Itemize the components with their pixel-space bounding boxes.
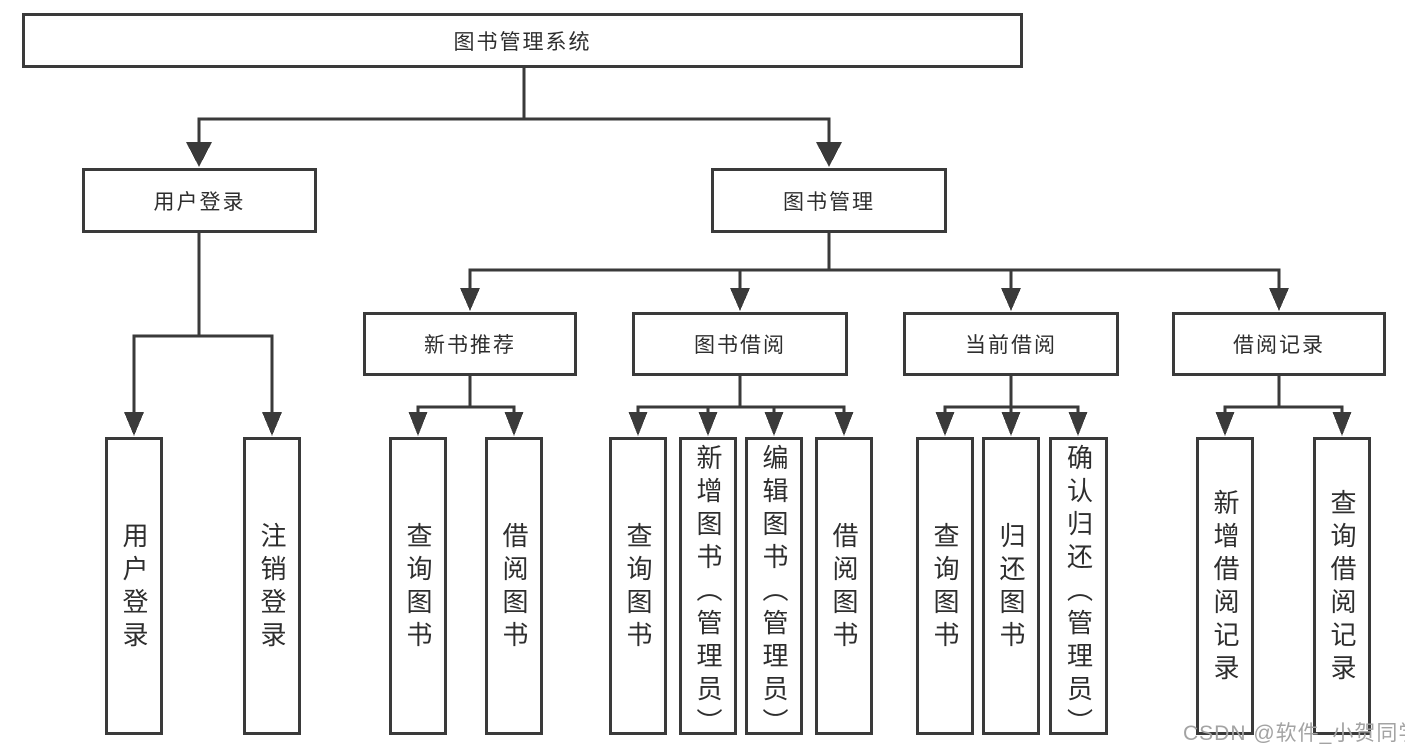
node-user-login: 用户登录 [82, 168, 317, 233]
node-book-borrow: 图书借阅 [632, 312, 848, 376]
leaf-logout: 注销登录 [243, 437, 301, 735]
leaf-bb-add-books-admin: 新增图书（管理员） [679, 437, 737, 741]
leaf-user-login: 用户登录 [105, 437, 163, 735]
leaf-nb-borrow-books: 借阅图书 [485, 437, 543, 735]
leaf-bb-edit-books-admin: 编辑图书（管理员） [745, 437, 803, 741]
leaf-cb-confirm-return-admin: 确认归还（管理员） [1049, 437, 1108, 741]
node-current-borrow: 当前借阅 [903, 312, 1119, 376]
node-book-management: 图书管理 [711, 168, 947, 233]
node-new-book-recommend: 新书推荐 [363, 312, 577, 376]
leaf-bb-query-books: 查询图书 [609, 437, 667, 735]
watermark: CSDN @软件_小贺同学 [1183, 722, 1405, 745]
leaf-br-add-record: 新增借阅记录 [1196, 437, 1254, 735]
node-root: 图书管理系统 [22, 13, 1023, 68]
node-borrow-records: 借阅记录 [1172, 312, 1386, 376]
leaf-cb-return-books: 归还图书 [982, 437, 1040, 735]
leaf-nb-query-books: 查询图书 [389, 437, 447, 735]
leaf-bb-borrow-books: 借阅图书 [815, 437, 873, 735]
leaf-br-query-record: 查询借阅记录 [1313, 437, 1371, 735]
leaf-cb-query-books: 查询图书 [916, 437, 974, 735]
